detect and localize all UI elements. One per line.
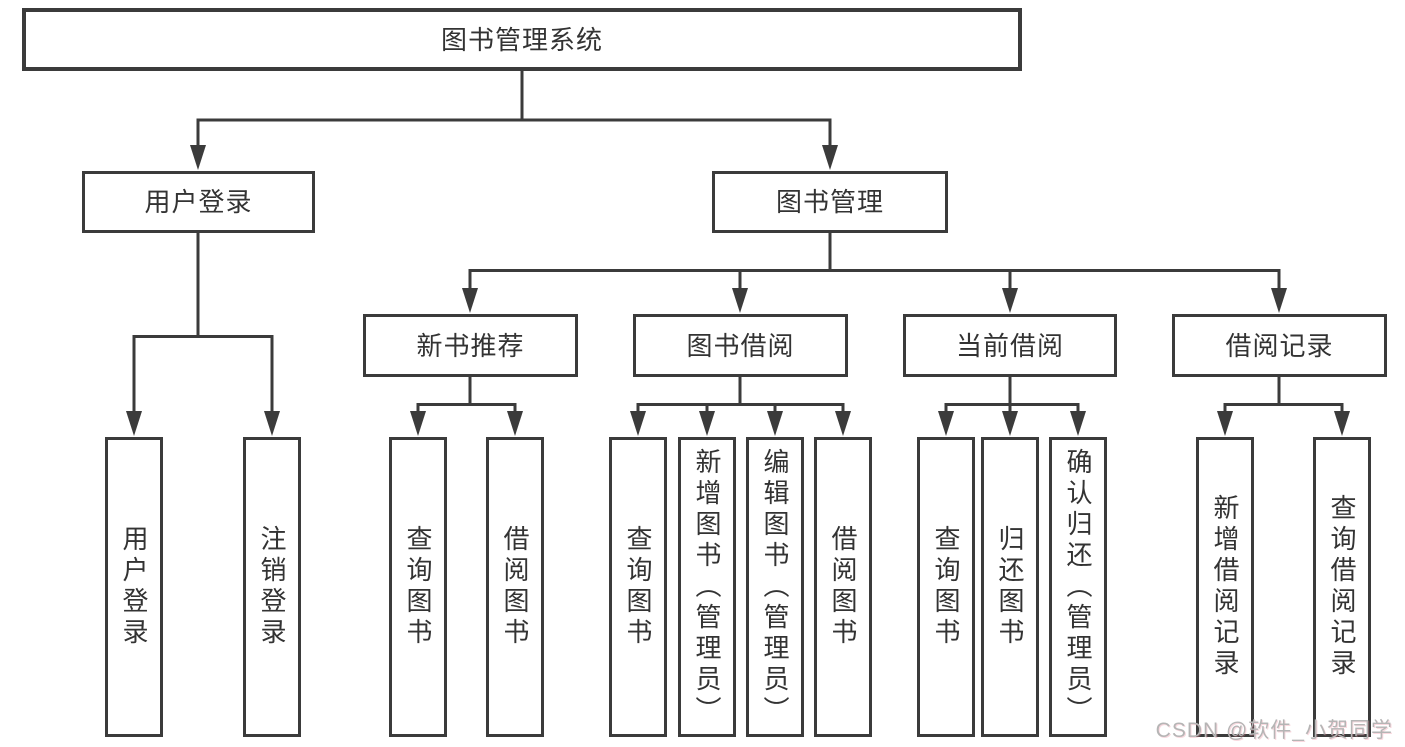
arrow-down-icon xyxy=(699,411,715,436)
connector-line xyxy=(416,377,517,414)
arrow-down-icon xyxy=(1271,288,1287,313)
node-borrow-records: 借阅记录 xyxy=(1172,314,1387,377)
leaf-add-book-admin: 新增图书（管理员） xyxy=(678,437,736,737)
arrow-down-icon xyxy=(126,411,142,436)
leaf-edit-book-admin: 编辑图书（管理员） xyxy=(746,437,804,737)
arrow-down-icon xyxy=(1002,288,1018,313)
connector-line xyxy=(132,233,274,414)
connector-line xyxy=(636,377,845,414)
connector-book-borrow-to-leaves xyxy=(630,377,851,436)
arrow-down-icon xyxy=(1334,411,1350,436)
connector-book-management-to-sections xyxy=(462,233,1287,313)
watermark: CSDN @软件_小贺同学 xyxy=(1155,719,1393,742)
leaf-logout: 注销登录 xyxy=(243,437,301,737)
connector-current-borrow-to-leaves xyxy=(938,377,1086,436)
leaf-confirm-return-admin: 确认归还（管理员） xyxy=(1049,437,1107,737)
connector-root-to-branches xyxy=(190,70,838,170)
leaf-user-login: 用户登录 xyxy=(105,437,163,737)
node-current-borrow: 当前借阅 xyxy=(903,314,1117,377)
connector-line xyxy=(1223,377,1344,414)
arrow-down-icon xyxy=(822,145,838,170)
arrow-down-icon xyxy=(264,411,280,436)
node-root: 图书管理系统 xyxy=(22,8,1022,71)
connector-borrow-records-to-leaves xyxy=(1217,377,1350,436)
arrow-down-icon xyxy=(1217,411,1233,436)
node-book-management: 图书管理 xyxy=(712,171,948,233)
arrow-down-icon xyxy=(462,288,478,313)
leaf-return-book: 归还图书 xyxy=(981,437,1039,737)
leaf-add-borrow-record: 新增借阅记录 xyxy=(1196,437,1254,737)
arrow-down-icon xyxy=(938,411,954,436)
leaf-borrow-book: 借阅图书 xyxy=(814,437,872,737)
arrow-down-icon xyxy=(1002,411,1018,436)
connector-line xyxy=(196,70,832,148)
arrow-down-icon xyxy=(190,145,206,170)
arrow-down-icon xyxy=(732,288,748,313)
arrow-down-icon xyxy=(835,411,851,436)
arrow-down-icon xyxy=(630,411,646,436)
leaf-query-book-current: 查询图书 xyxy=(917,437,975,737)
node-user-login: 用户登录 xyxy=(82,171,315,233)
leaf-query-book-borrow: 查询图书 xyxy=(609,437,667,737)
arrow-down-icon xyxy=(1070,411,1086,436)
connector-line xyxy=(468,233,1281,291)
leaf-query-borrow-record: 查询借阅记录 xyxy=(1313,437,1371,737)
node-new-book-recommend: 新书推荐 xyxy=(363,314,578,377)
connector-line xyxy=(944,377,1080,414)
node-book-borrow: 图书借阅 xyxy=(633,314,848,377)
arrow-down-icon xyxy=(767,411,783,436)
leaf-borrow-book-recommend: 借阅图书 xyxy=(486,437,544,737)
leaf-query-book-recommend: 查询图书 xyxy=(389,437,447,737)
connector-new-book-recommend-to-leaves xyxy=(410,377,523,436)
arrow-down-icon xyxy=(507,411,523,436)
connector-user-login-to-leaves xyxy=(126,233,280,436)
arrow-down-icon xyxy=(410,411,426,436)
